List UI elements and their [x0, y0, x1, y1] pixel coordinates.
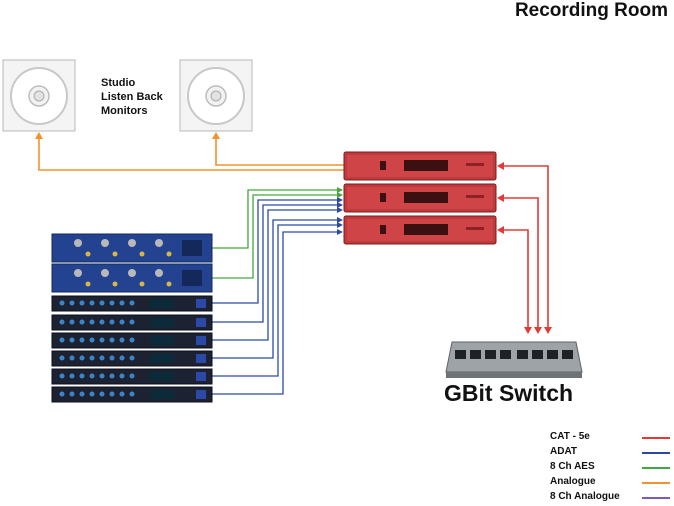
octopre-6 [51, 386, 213, 403]
monitor-left [2, 59, 76, 132]
switch-label: GBit Switch [444, 380, 574, 406]
legend-label: ADAT [550, 446, 578, 457]
monitors-label-line-1: Studio [101, 77, 136, 89]
aes-cables [212, 189, 340, 279]
octopre-3 [51, 332, 213, 349]
aes-arrowheads [337, 187, 343, 198]
octopre-units [51, 295, 213, 403]
legend-item-cat5e: CAT - 5e [550, 431, 670, 446]
octopre-1 [51, 295, 213, 312]
cat5e-cables [500, 165, 549, 330]
octopre-2 [51, 314, 213, 331]
monitor-right [179, 59, 253, 132]
analogue-cables [38, 136, 344, 171]
arrow-icon [35, 132, 43, 139]
monitors-label-line-3: Monitors [101, 105, 148, 117]
monitors-label-line-2: Listen Back [101, 91, 163, 103]
legend-swatch [642, 437, 670, 439]
octopre-5 [51, 368, 213, 385]
cat5e-arrowheads [497, 162, 552, 334]
legend-item-aes: 8 Ch AES [550, 461, 670, 476]
room-title: Recording Room [514, 0, 668, 21]
legend-item-8ch-analogue: 8 Ch Analogue [550, 491, 670, 506]
adat-cables [212, 199, 340, 395]
redbox-3 [343, 215, 497, 245]
legend-swatch [642, 452, 670, 454]
gbit-switch [445, 341, 583, 378]
redbox-2 [343, 183, 497, 213]
legend-swatch [642, 482, 670, 484]
adat-arrowheads [337, 197, 343, 235]
octopre-4 [51, 350, 213, 367]
legend-item-analogue: Analogue [550, 476, 670, 491]
legend-label: Analogue [550, 476, 596, 487]
legend-label: 8 Ch AES [550, 461, 595, 472]
legend-label: CAT - 5e [550, 431, 590, 442]
legend-swatch [642, 467, 670, 469]
legend-label: 8 Ch Analogue [550, 491, 620, 502]
legend: CAT - 5e ADAT 8 Ch AES Analogue 8 Ch Ana… [550, 431, 670, 506]
legend-swatch [642, 497, 670, 499]
monitors-label: Studio Listen Back Monitors [101, 76, 163, 118]
preamp-1 [51, 233, 213, 263]
legend-item-adat: ADAT [550, 446, 670, 461]
redbox-1 [343, 151, 497, 181]
arrow-icon [212, 132, 220, 139]
preamp-2 [51, 263, 213, 293]
